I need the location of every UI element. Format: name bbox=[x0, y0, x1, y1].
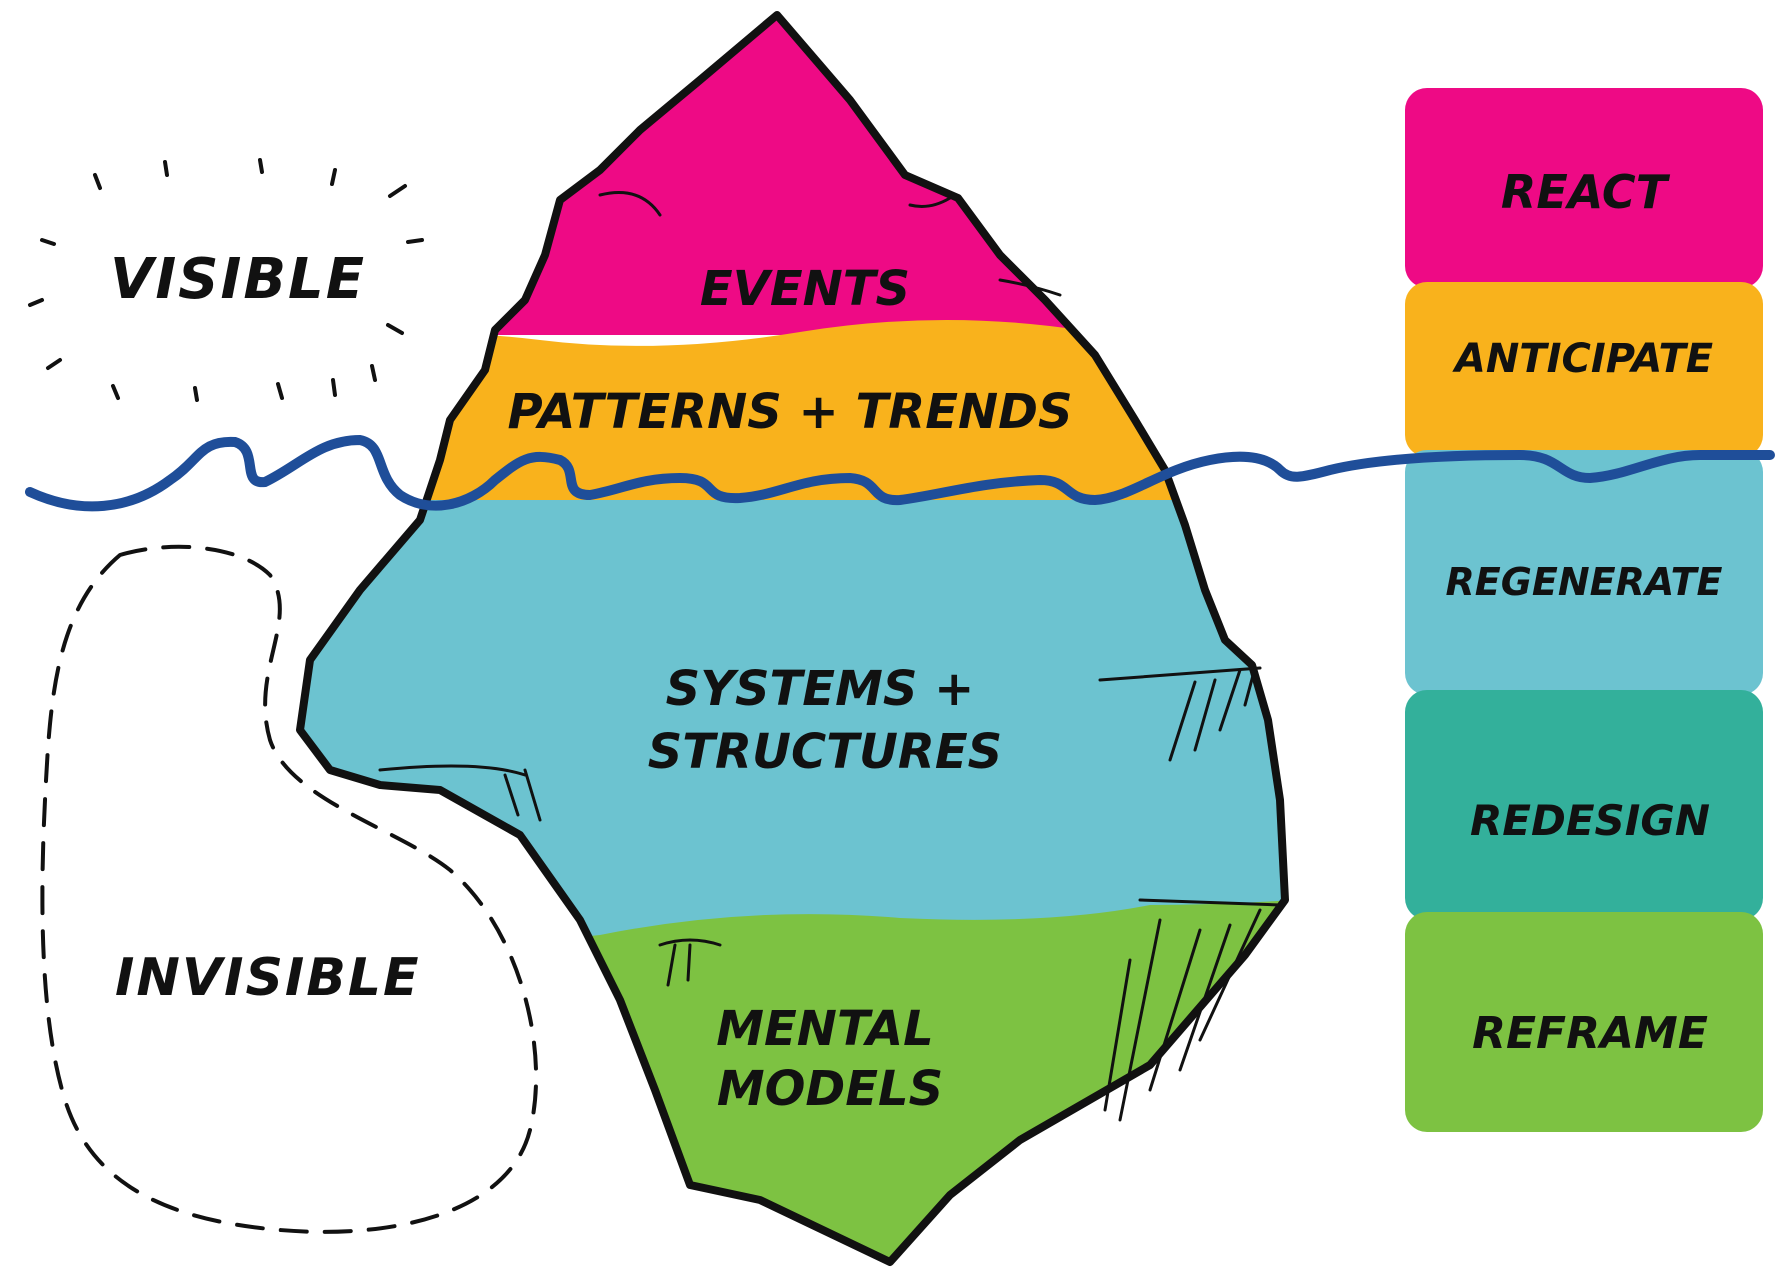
water-line bbox=[25, 434, 1775, 512]
action-box-reframe bbox=[1405, 912, 1763, 1132]
action-box-regenerate bbox=[1405, 450, 1763, 695]
visible-label: VISIBLE bbox=[110, 247, 366, 312]
action-boxes bbox=[1405, 88, 1763, 1132]
layer-label-systems-line1: SYSTEMS + bbox=[666, 661, 975, 717]
layer-label-events: EVENTS bbox=[700, 261, 910, 317]
invisible-label: INVISIBLE bbox=[115, 948, 421, 1008]
action-label-regenerate: REGENERATE bbox=[1445, 560, 1722, 604]
action-label-reframe: REFRAME bbox=[1472, 1008, 1708, 1059]
iceberg-sketch-lines bbox=[378, 191, 1282, 1122]
layer-label-mental-line1: MENTAL bbox=[716, 1001, 933, 1057]
layer-label-systems-line2: STRUCTURES bbox=[648, 724, 1003, 780]
action-box-react bbox=[1405, 88, 1763, 288]
action-label-react: REACT bbox=[1501, 165, 1671, 219]
action-label-anticipate: ANTICIPATE bbox=[1452, 336, 1713, 382]
invisible-dashed-outline bbox=[40, 544, 539, 1234]
iceberg-outline bbox=[296, 11, 1289, 1266]
action-box-redesign bbox=[1405, 690, 1763, 920]
action-box-anticipate bbox=[1405, 282, 1763, 457]
layer-label-patterns: PATTERNS + TRENDS bbox=[507, 384, 1072, 440]
layer-label-mental-line2: MODELS bbox=[717, 1061, 943, 1117]
visible-rays bbox=[28, 158, 424, 402]
action-label-redesign: REDESIGN bbox=[1470, 796, 1710, 845]
